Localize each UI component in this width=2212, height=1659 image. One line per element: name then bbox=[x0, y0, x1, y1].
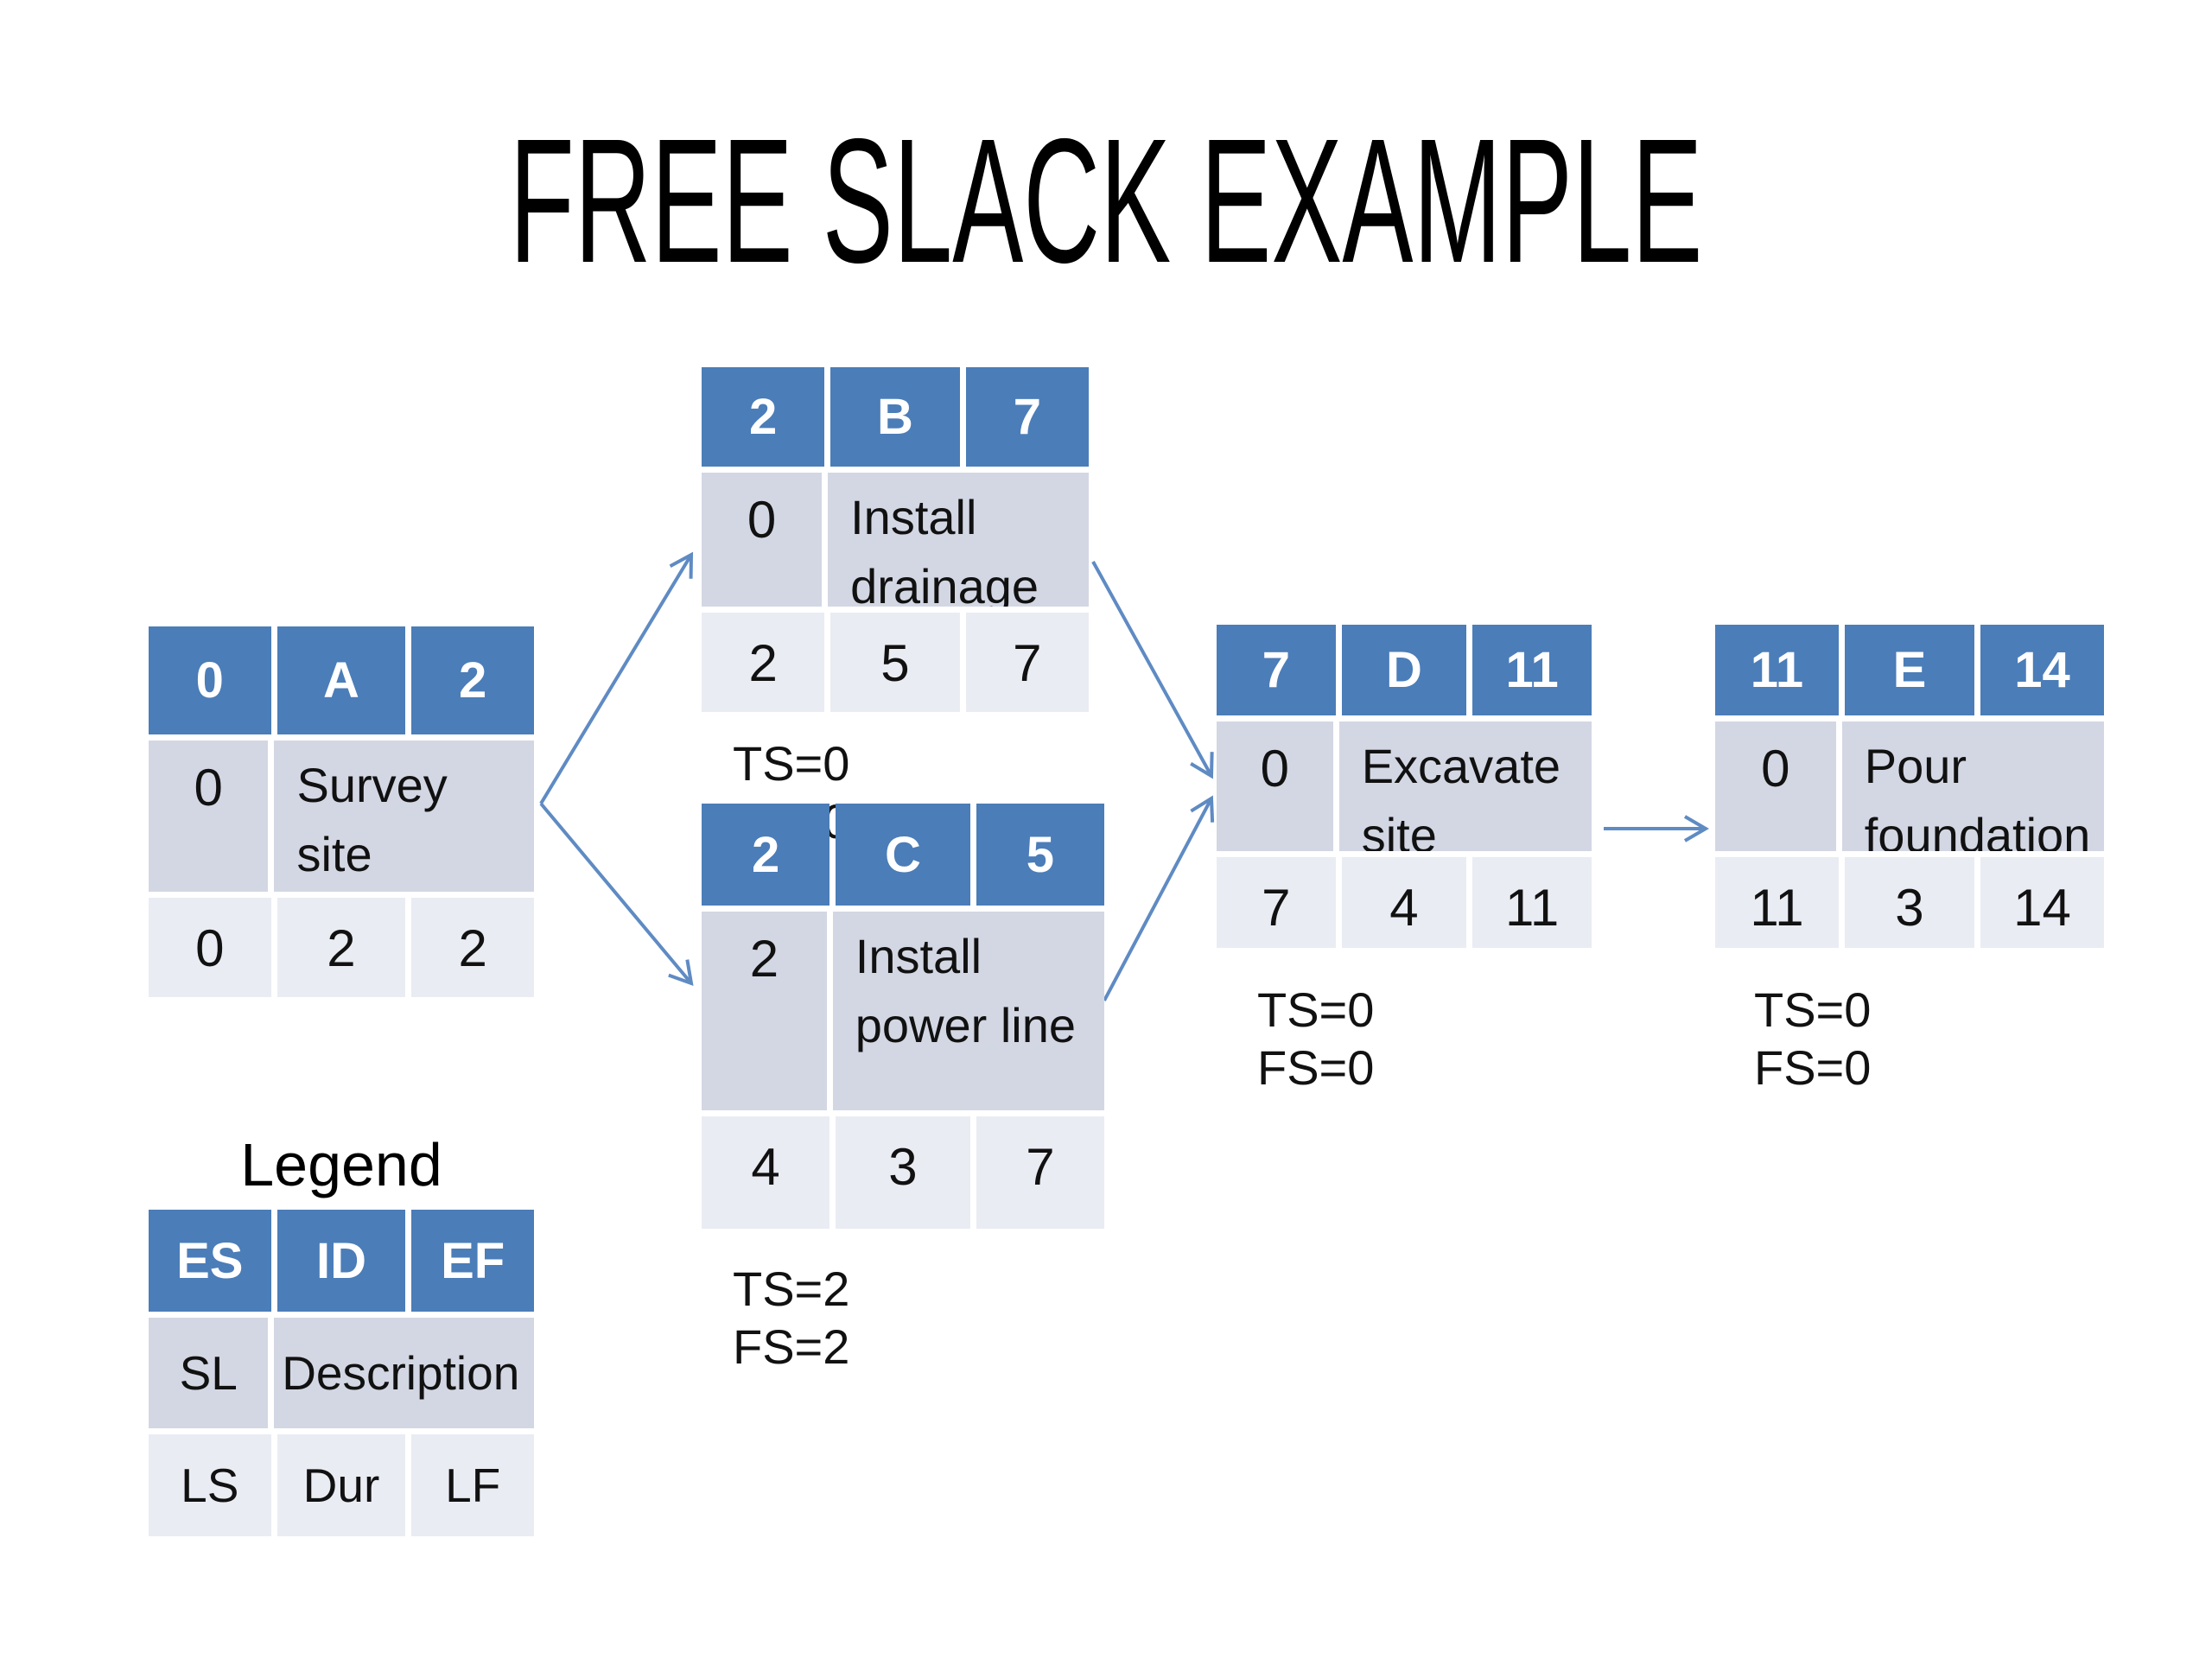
dur-cell: 2 bbox=[276, 898, 406, 997]
ls-cell: 7 bbox=[1217, 857, 1336, 948]
dur-cell: 5 bbox=[830, 613, 960, 712]
page-title: FREE SLACK EXAMPLE bbox=[509, 102, 1703, 300]
legend-bottom-row: LS Dur LF bbox=[149, 1434, 534, 1536]
node-e-header-row: 11 E 14 bbox=[1715, 625, 2104, 715]
node-a-header-row: 0 A 2 bbox=[149, 626, 534, 734]
node-e-middle-row: 0 Pour foundation bbox=[1715, 721, 2104, 851]
arrow-a-to-b bbox=[539, 551, 694, 805]
activity-node-a: 0 A 2 0 Survey site 0 2 2 bbox=[149, 626, 534, 997]
ls-cell: 2 bbox=[702, 613, 825, 712]
es-cell: 7 bbox=[1217, 625, 1336, 715]
free-slack-value: FS=2 bbox=[733, 1319, 850, 1374]
node-b-middle-row: 0 Install drainage bbox=[702, 473, 1089, 607]
lf-cell: 7 bbox=[965, 613, 1089, 712]
description-cell: Pour foundation bbox=[1841, 721, 2104, 851]
ef-cell: 2 bbox=[411, 626, 534, 734]
legend-sl-cell: SL bbox=[149, 1318, 269, 1428]
ef-cell: 14 bbox=[1980, 625, 2104, 715]
legend-dur-cell: Dur bbox=[276, 1434, 406, 1536]
node-a-middle-row: 0 Survey site bbox=[149, 741, 534, 892]
dur-cell: 4 bbox=[1341, 857, 1467, 948]
id-cell: C bbox=[836, 804, 970, 906]
ls-cell: 0 bbox=[149, 898, 271, 997]
ef-cell: 11 bbox=[1472, 625, 1592, 715]
legend-header-row: ES ID EF bbox=[149, 1210, 534, 1312]
legend-ls-cell: LS bbox=[149, 1434, 271, 1536]
activity-node-d: 7 D 11 0 Excavate site 7 4 11 TS=0 FS=0 bbox=[1217, 625, 1592, 1095]
legend-description-cell: Description bbox=[274, 1318, 534, 1428]
arrow-c-to-d bbox=[1103, 795, 1215, 1001]
node-d-header-row: 7 D 11 bbox=[1217, 625, 1592, 715]
total-slack-value: TS=2 bbox=[733, 1262, 850, 1316]
node-e-bottom-row: 11 3 14 bbox=[1715, 857, 2104, 948]
activity-node-b: 2 B 7 0 Install drainage 2 5 7 TS=0 FS=0 bbox=[702, 367, 1089, 849]
activity-node-e: 11 E 14 0 Pour foundation 11 3 14 TS=0 F… bbox=[1715, 625, 2104, 1095]
es-cell: 11 bbox=[1715, 625, 1839, 715]
id-cell: E bbox=[1844, 625, 1975, 715]
es-cell: 2 bbox=[702, 367, 825, 467]
sl-cell: 2 bbox=[702, 912, 827, 1110]
slack-label-d: TS=0 FS=0 bbox=[1257, 981, 1374, 1096]
lf-cell: 7 bbox=[976, 1116, 1104, 1229]
id-cell: A bbox=[276, 626, 406, 734]
legend-id-cell: ID bbox=[276, 1210, 406, 1312]
ef-cell: 7 bbox=[965, 367, 1089, 467]
node-c-header-row: 2 C 5 bbox=[702, 804, 1104, 906]
free-slack-value: FS=0 bbox=[1754, 1040, 1872, 1095]
arrow-a-to-c bbox=[539, 802, 694, 987]
node-b-header-row: 2 B 7 bbox=[702, 367, 1089, 467]
lf-cell: 2 bbox=[411, 898, 534, 997]
arrow-b-to-d bbox=[1091, 561, 1214, 779]
ls-cell: 11 bbox=[1715, 857, 1839, 948]
es-cell: 0 bbox=[149, 626, 271, 734]
free-slack-value: FS=0 bbox=[1257, 1040, 1375, 1095]
total-slack-value: TS=0 bbox=[1754, 982, 1872, 1037]
activity-node-c: 2 C 5 2 Install power line 4 3 7 TS=2 FS… bbox=[702, 804, 1104, 1374]
total-slack-value: TS=0 bbox=[733, 736, 850, 791]
node-d-bottom-row: 7 4 11 bbox=[1217, 857, 1592, 948]
dur-cell: 3 bbox=[1844, 857, 1975, 948]
es-cell: 2 bbox=[702, 804, 830, 906]
ef-cell: 5 bbox=[976, 804, 1104, 906]
legend-middle-row: SL Description bbox=[149, 1318, 534, 1428]
node-c-middle-row: 2 Install power line bbox=[702, 912, 1104, 1110]
node-d-middle-row: 0 Excavate site bbox=[1217, 721, 1592, 851]
sl-cell: 0 bbox=[149, 741, 269, 892]
description-cell: Survey site bbox=[274, 741, 534, 892]
description-cell: Install drainage bbox=[828, 473, 1089, 607]
lf-cell: 14 bbox=[1980, 857, 2104, 948]
id-cell: B bbox=[830, 367, 960, 467]
legend-table: ES ID EF SL Description LS Dur LF bbox=[149, 1210, 534, 1536]
legend-lf-cell: LF bbox=[411, 1434, 534, 1536]
id-cell: D bbox=[1341, 625, 1467, 715]
description-cell: Install power line bbox=[832, 912, 1104, 1110]
legend-ef-cell: EF bbox=[411, 1210, 534, 1312]
dur-cell: 3 bbox=[836, 1116, 970, 1229]
legend-es-cell: ES bbox=[149, 1210, 271, 1312]
total-slack-value: TS=0 bbox=[1257, 982, 1375, 1037]
legend-title: Legend bbox=[240, 1131, 442, 1198]
description-cell: Excavate site bbox=[1338, 721, 1592, 851]
node-c-bottom-row: 4 3 7 bbox=[702, 1116, 1104, 1229]
sl-cell: 0 bbox=[1217, 721, 1333, 851]
sl-cell: 0 bbox=[702, 473, 823, 607]
node-b-bottom-row: 2 5 7 bbox=[702, 613, 1089, 712]
lf-cell: 11 bbox=[1472, 857, 1592, 948]
slack-label-c: TS=2 FS=2 bbox=[733, 1260, 849, 1376]
ls-cell: 4 bbox=[702, 1116, 830, 1229]
slack-label-e: TS=0 FS=0 bbox=[1754, 981, 1871, 1096]
node-a-bottom-row: 0 2 2 bbox=[149, 898, 534, 997]
sl-cell: 0 bbox=[1715, 721, 1836, 851]
